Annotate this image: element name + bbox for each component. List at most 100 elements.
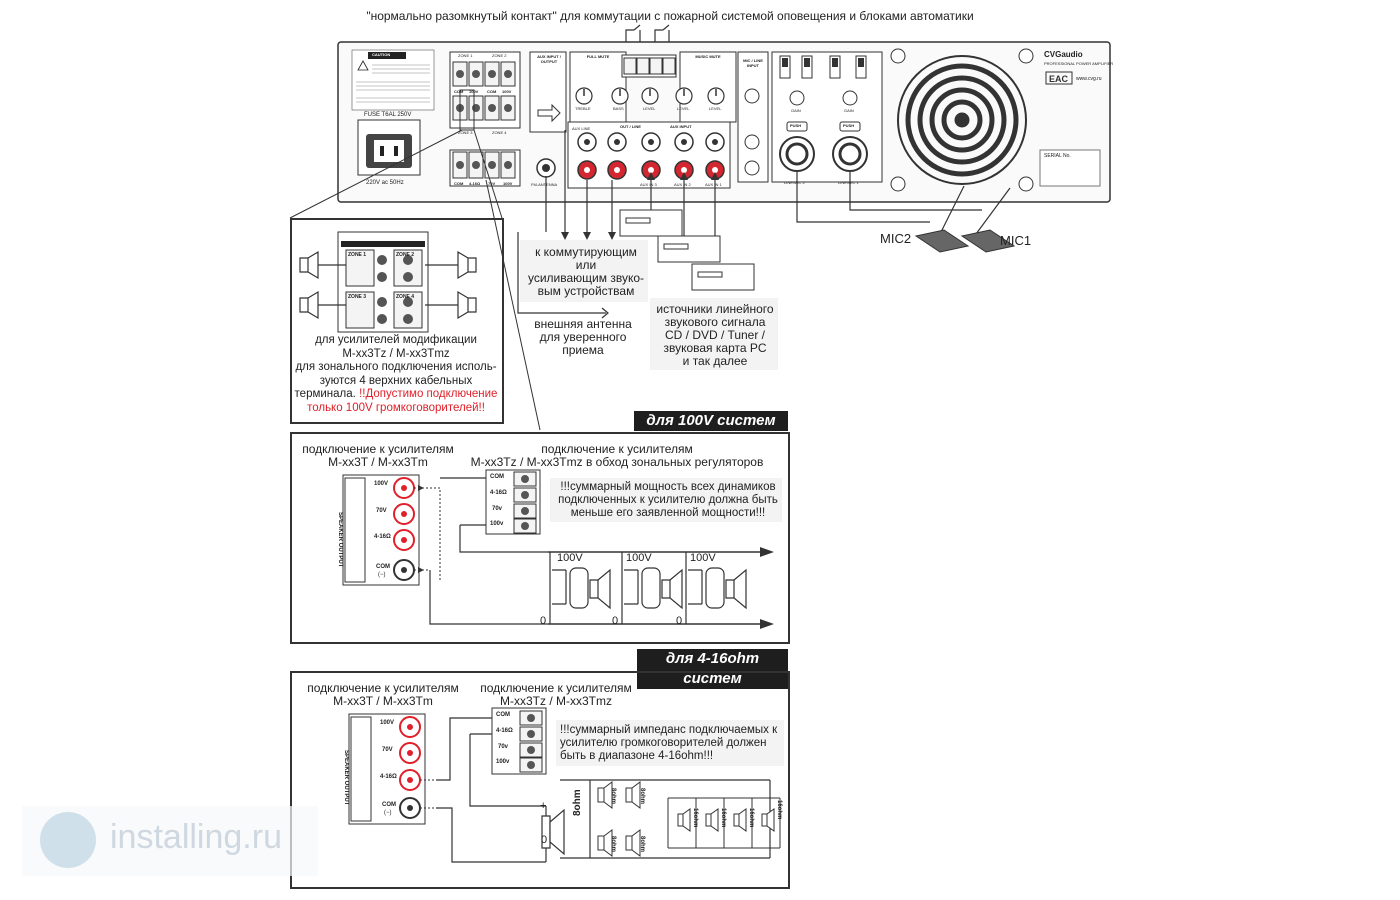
gain-label-2: GAIN <box>791 108 801 113</box>
s100-tap-100v: 100V <box>374 481 389 487</box>
panel-screws <box>890 48 1034 192</box>
zone-box-text: для усилителей модификации M-xx3Tz / M-x… <box>290 334 502 415</box>
mic-line-section <box>737 51 883 183</box>
treble-label: TREBLE <box>575 106 591 111</box>
bass-label: BASS <box>613 106 624 111</box>
brand-name: CVGaudio <box>1044 50 1083 59</box>
s416-speaker-output-label: SPEAKER OUTPUT <box>343 750 349 806</box>
aux-in-2-label: AUX IN 2 <box>674 182 691 187</box>
line-mic-2-label: LINE/MIC 2 <box>784 180 805 185</box>
s100-line-label-1: 100V <box>557 552 583 564</box>
banner-100v: для 100V систем <box>634 411 788 431</box>
fm-antenna-label: FM-ANTENNA <box>531 182 558 187</box>
out-100v: 100V <box>503 181 513 186</box>
zone-term-com-1: COM <box>454 89 464 94</box>
rca-cables <box>517 130 716 319</box>
s416-16ohm-2: 16ohm <box>720 808 726 828</box>
s416-8ohm-main: 8ohm <box>572 789 583 816</box>
arrow-right-icon <box>537 103 561 123</box>
s100-com-minus: (−) <box>378 572 386 578</box>
section-100v-drawing <box>342 469 774 629</box>
s416-left-caption: подключение к усилителям M-xx3T / M-xx3T… <box>307 681 459 708</box>
s416-zero: 0 <box>541 834 548 846</box>
relay-note: "нормально разомкнутый контакт" для комм… <box>366 9 974 23</box>
s416-block-100v: 100v <box>496 759 510 765</box>
s100-line-label-2: 100V <box>626 552 652 564</box>
s100-warning-bg <box>550 478 782 522</box>
s416-16ohm-4: 16ohm <box>776 800 782 820</box>
out-line-label: OUT / LINE <box>620 124 641 129</box>
mic-line-input-label: MIC / LINE INPUT <box>743 58 763 68</box>
level-label-3: LEVEL <box>709 106 722 111</box>
gain-label-1: GAIN <box>844 108 854 113</box>
mains-socket <box>357 119 421 176</box>
s100-zero-2: 0 <box>612 615 619 627</box>
aux-input-label: AUX INPUT <box>670 124 692 129</box>
s416-tap-com: COM <box>382 802 396 808</box>
antenna-text: внешняя антенна для уверенного приема <box>534 317 632 357</box>
mic-stands <box>914 229 1016 253</box>
brand-logo: EAC <box>1045 71 1073 85</box>
fan-grille <box>897 55 1027 185</box>
s416-block-4-16: 4-16Ω <box>496 728 513 734</box>
mic1-label: MIC1 <box>1000 233 1032 248</box>
section-416-box <box>290 671 790 889</box>
s416-8ohm-1: 8ohm <box>610 788 616 805</box>
s416-tap-100v: 100V <box>380 720 395 726</box>
mains-label: 220V ac 50Hz <box>366 180 404 186</box>
zone-term-com-2: COM <box>487 89 497 94</box>
relay-terminal-strip <box>621 54 677 78</box>
source-devices <box>619 209 755 291</box>
zone-box-text-red: !!Допустимо подключение только 100V гром… <box>307 388 498 414</box>
zone-box-header: ZONE SPEAKERS OUT <box>352 235 396 240</box>
watermark-text: installing.ru <box>110 818 282 856</box>
zb-zone-2: ZONE 2 <box>396 252 415 258</box>
aux-io-box <box>529 51 567 133</box>
brand-website: www.cvg.ru <box>1076 76 1102 82</box>
s416-plus: + <box>540 800 547 812</box>
s100-zero-1: 0 <box>540 615 547 627</box>
s100-warning: !!!суммарный мощность всех динамиков под… <box>558 481 778 519</box>
s100-block-4-16: 4-16Ω <box>490 490 507 496</box>
svg-text:EAC: EAC <box>1049 74 1069 84</box>
s100-block-com: COM <box>490 474 504 480</box>
serial-plate <box>1039 149 1101 187</box>
zone-2-label: ZONE 2 <box>492 53 507 58</box>
out-com: COM <box>454 181 464 186</box>
callout-lines <box>289 89 541 431</box>
level-label-2: LEVEL <box>677 106 690 111</box>
s416-block-com: COM <box>496 712 510 718</box>
s416-16ohm-3: 16ohm <box>748 808 754 828</box>
aux-line-label: AUX LINE <box>572 126 591 131</box>
s416-tap-70v: 70V <box>382 747 393 753</box>
s416-8ohm-2: 8ohm <box>639 788 645 805</box>
aux-in-3-label: AUX IN 3 <box>640 182 657 187</box>
fm-antenna-jack <box>536 158 556 178</box>
s100-block-100v: 100v <box>490 521 504 527</box>
s416-block-70v: 70v <box>498 744 509 750</box>
serial-label: SERIAL No. <box>1044 153 1071 159</box>
banner-416: для 4-16ohm систем <box>637 649 788 689</box>
s100-speaker-output-label: SPEAKER OUTPUT <box>337 512 343 568</box>
section-416-drawing <box>348 707 781 863</box>
zone-info-box <box>290 218 504 424</box>
zone-3-label: ZONE 3 <box>458 130 473 135</box>
caution-label <box>351 49 435 111</box>
zone-speakers <box>299 250 477 320</box>
mic-cables <box>796 172 1011 235</box>
zone-speaker-block <box>337 231 429 333</box>
zone-1-label: ZONE 1 <box>458 53 473 58</box>
s100-tap-70v: 70V <box>376 508 387 514</box>
line-mic-1-label: LINE/MIC 1 <box>838 180 859 185</box>
zb-zone-4: ZONE 4 <box>396 294 415 300</box>
aux-io-label: AUX INPUT / OUTPUT <box>537 54 561 64</box>
s100-left-caption: подключение к усилителям M-xx3T / M-xx3T… <box>302 442 454 469</box>
section-100v-box <box>290 432 790 644</box>
push-label-1: PUSH <box>843 123 855 128</box>
aux-in-1-label: AUX IN 1 <box>705 182 722 187</box>
zb-zone-3: ZONE 3 <box>348 294 367 300</box>
zone-term-100v-2: 100V <box>502 89 512 94</box>
zone-term-100v-1: 100V <box>469 89 479 94</box>
s416-8ohm-4: 8ohm <box>639 836 645 853</box>
